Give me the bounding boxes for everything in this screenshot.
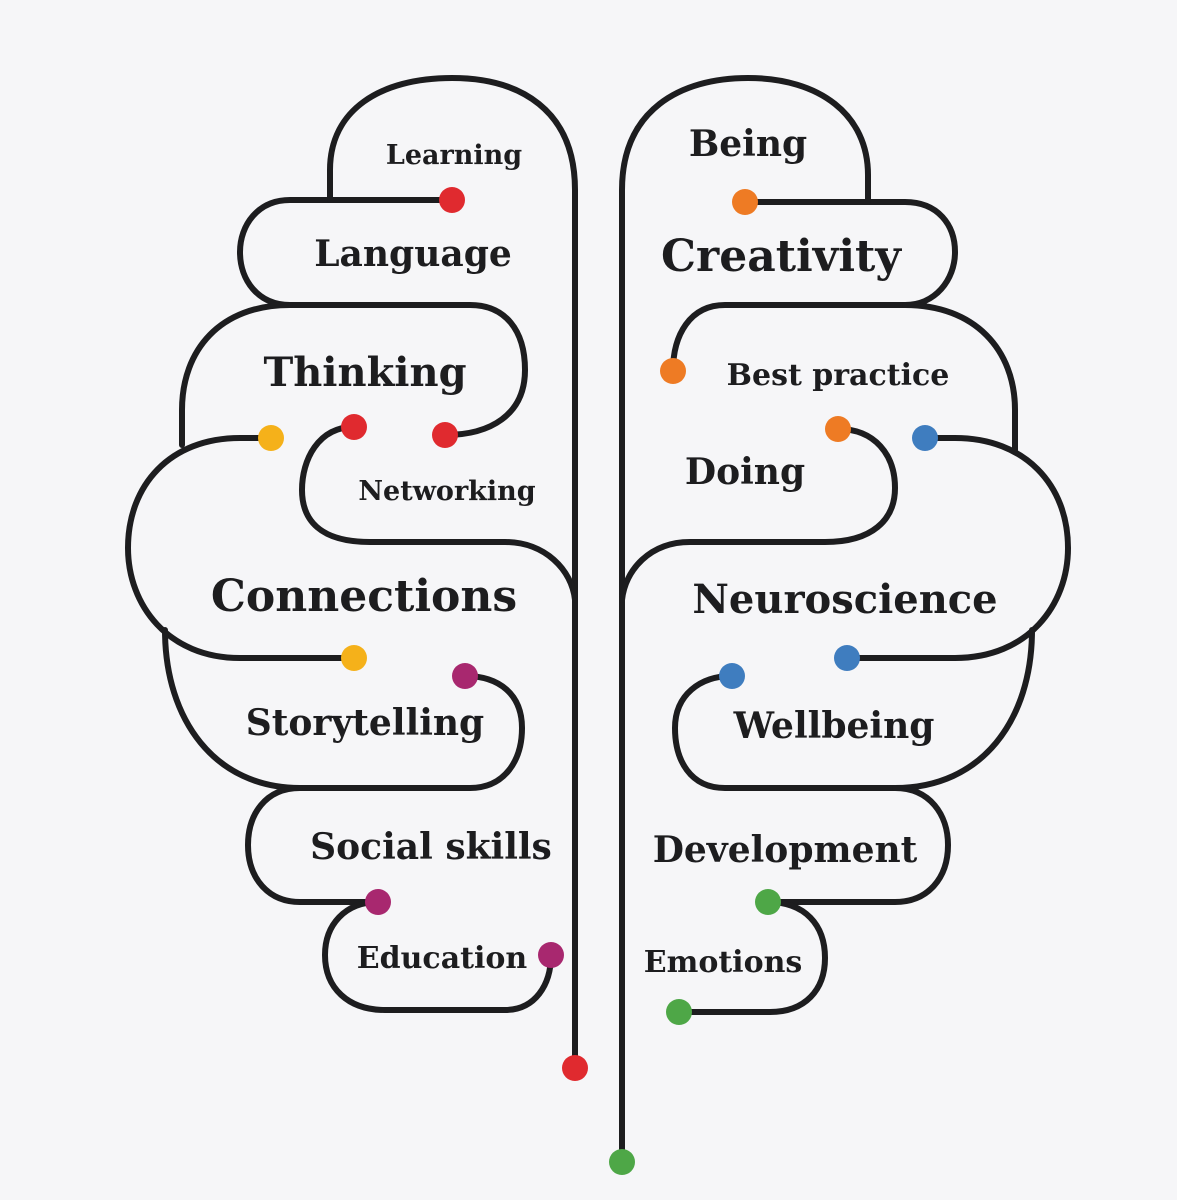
blue-dot-wellbeing [719,663,745,689]
left-hemisphere-lines [125,75,578,1071]
left-spine-line [237,75,578,1071]
blue-dot-neuroscience-bottom [834,645,860,671]
blue-dot-neuroscience-top [912,425,938,451]
red-dot-networking [341,414,367,440]
red-dot-thinking [432,422,458,448]
label-education: Education [357,941,528,976]
red-dot-spine [562,1055,588,1081]
label-neuroscience: Neuroscience [692,576,997,623]
label-thinking: Thinking [263,349,466,396]
right-labels: Being Creativity Best practice Doing Neu… [644,123,998,980]
development-lobe-line [765,785,951,905]
label-wellbeing: Wellbeing [733,705,935,747]
label-best-practice: Best practice [727,358,950,393]
networking-loop-line [299,424,578,603]
label-development: Development [653,829,918,871]
orange-dot-doing [825,416,851,442]
green-dot-spine [609,1149,635,1175]
label-language: Language [314,233,512,275]
doing-loop-line [619,426,898,603]
storytelling-lobe-line [162,627,525,791]
social-skills-lobe-line [245,785,381,905]
right-spine-line [619,75,958,1165]
connections-lobe-line [125,435,357,661]
label-connections: Connections [211,571,517,622]
right-hemisphere-lines [619,75,1071,1165]
wellbeing-lobe-line [672,627,1035,791]
yellow-dot-connections-top [258,425,284,451]
thinking-lobe-line [179,302,293,448]
label-doing: Doing [685,451,805,493]
orange-dot-being [732,189,758,215]
label-storytelling: Storytelling [246,702,484,744]
neuroscience-lobe-line [844,435,1071,661]
label-emotions: Emotions [644,945,803,980]
right-dots [609,189,938,1175]
label-social-skills: Social skills [310,826,552,868]
yellow-dot-connections-bottom [341,645,367,671]
label-learning: Learning [386,140,522,171]
orange-dot-best-practice [660,358,686,384]
education-lobe-line [322,899,554,1013]
green-dot-emotions [666,999,692,1025]
purple-dot-social-skills [365,889,391,915]
green-dot-development [755,889,781,915]
best-practice-lobe-line [902,302,1018,453]
purple-dot-storytelling [452,663,478,689]
label-networking: Networking [358,476,535,507]
left-labels: Learning Language Thinking Networking Co… [211,140,552,976]
left-dots [258,187,588,1081]
label-being: Being [689,123,807,165]
emotions-lobe-line [676,899,828,1015]
label-creativity: Creativity [661,231,902,282]
red-dot-learning [439,187,465,213]
purple-dot-education [538,942,564,968]
